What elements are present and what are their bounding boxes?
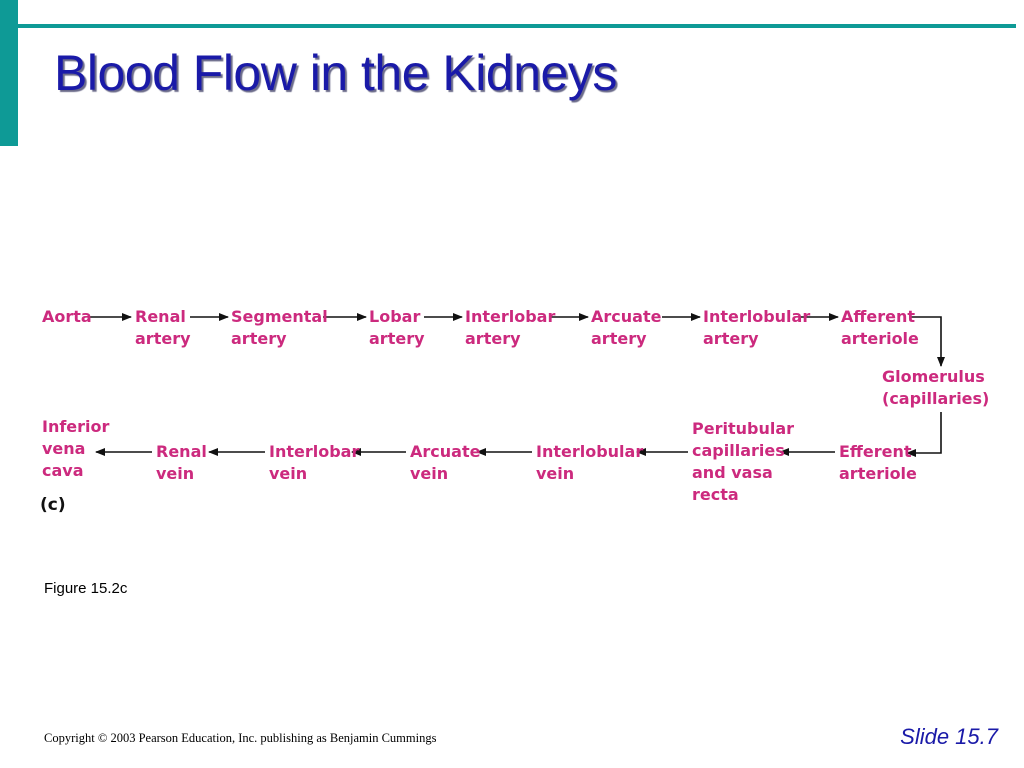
node-aorta: Aorta (42, 307, 92, 326)
copyright-notice: Copyright © 2003 Pearson Education, Inc.… (44, 731, 437, 745)
slide-title: Blood Flow in the Kidneys (54, 45, 617, 101)
node-renal-artery: Renal artery (135, 307, 191, 348)
node-afferent-arteriole: Afferent arteriole (841, 307, 919, 348)
node-arcuate-vein: Arcuate vein (410, 442, 481, 483)
arrow-afferent-to-glomerulus (910, 316, 945, 367)
node-peritubular-capillaries: Peritubular capillaries and vasa recta (692, 419, 795, 504)
figure-panel-label: (c) (40, 495, 66, 515)
node-glomerulus: Glomerulus (capillaries) (882, 367, 990, 408)
node-arcuate-artery: Arcuate artery (591, 307, 662, 348)
arrow-glomerulus-to-efferent (906, 412, 942, 457)
slide-number: Slide 15.7 (900, 724, 998, 749)
node-interlobar-vein: Interlobar vein (269, 442, 360, 483)
node-interlobular-artery: Interlobular artery (703, 307, 811, 348)
node-renal-vein: Renal vein (156, 442, 207, 483)
node-segmental-artery: Segmental artery (231, 307, 328, 348)
node-lobar-artery: Lobar artery (369, 307, 425, 348)
accent-bar (0, 0, 18, 146)
node-interlobar-artery: Interlobar artery (465, 307, 556, 348)
top-rule (18, 24, 1016, 28)
node-efferent-arteriole: Efferent arteriole (839, 442, 917, 483)
node-interlobular-vein: Interlobular vein (536, 442, 644, 483)
node-inferior-vena-cava: Inferior vena cava (42, 417, 110, 480)
figure-caption: Figure 15.2c (44, 580, 128, 597)
